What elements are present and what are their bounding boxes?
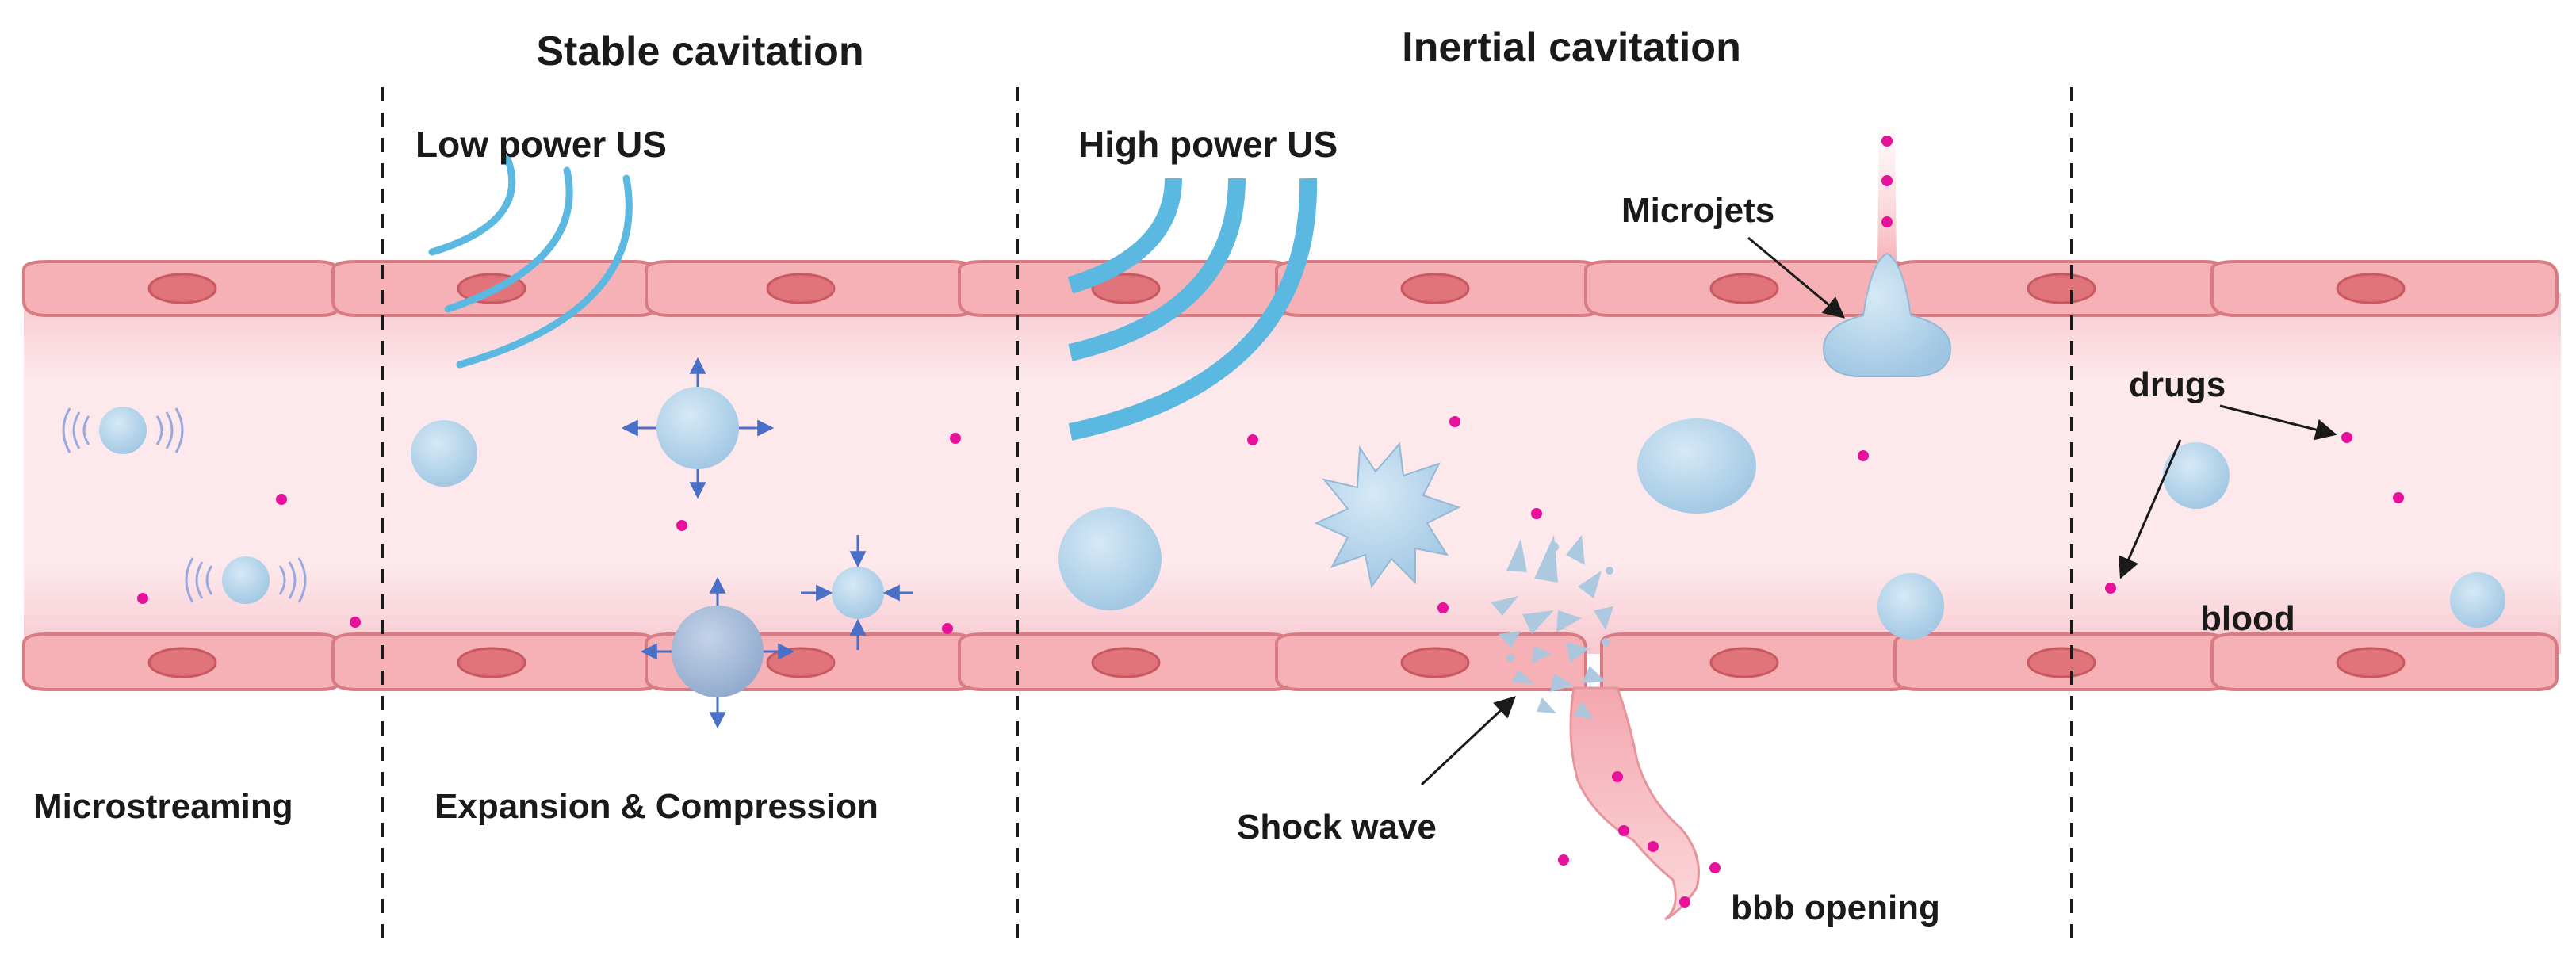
microjet-stream [1877,127,1897,262]
blood-bubbles [2163,442,2505,628]
collapsing-bubble [1314,441,1461,589]
label-blood: blood [2200,599,2295,638]
high-power-us-waves [1067,178,1318,441]
label-bbb-opening: bbb opening [1731,888,1940,927]
label-low-power-us: Low power US [415,124,667,165]
shattered-bubble-fragments [1491,535,1613,719]
bbb-opening-leak [1569,686,1700,921]
label-expansion-compression: Expansion & Compression [434,787,878,826]
microjet-bubble [1822,252,1952,377]
microjets-arrow [1747,236,1846,319]
top-cell-nuclei [147,273,2406,304]
microjet [1822,127,1952,377]
label-microjets: Microjets [1621,191,1774,230]
label-shock-wave: Shock wave [1237,808,1437,846]
bottom-endothelial-cells [22,632,2559,691]
drugs-arrow-right [2219,404,2337,441]
shock-wave-arrow [1420,696,1516,786]
label-stable-cavitation: Stable cavitation [536,29,863,75]
annotation-arrows [1420,236,2337,786]
label-inertial-cavitation: Inertial cavitation [1402,25,1741,71]
expansion-arrows [621,357,795,729]
low-power-us-waves [428,155,633,369]
bottom-cell-nuclei [147,647,2406,678]
microstreaming-bubbles [62,407,307,604]
drug-particles [137,136,2404,908]
compression-arrows [801,535,913,650]
label-microstreaming: Microstreaming [33,787,293,826]
label-drugs: drugs [2129,365,2226,404]
stable-cavitation-bubbles [411,387,884,697]
label-high-power-us: High power US [1078,124,1338,165]
drugs-arrow-left [2119,439,2182,579]
inertial-cavitation-bubbles [1058,418,1944,640]
